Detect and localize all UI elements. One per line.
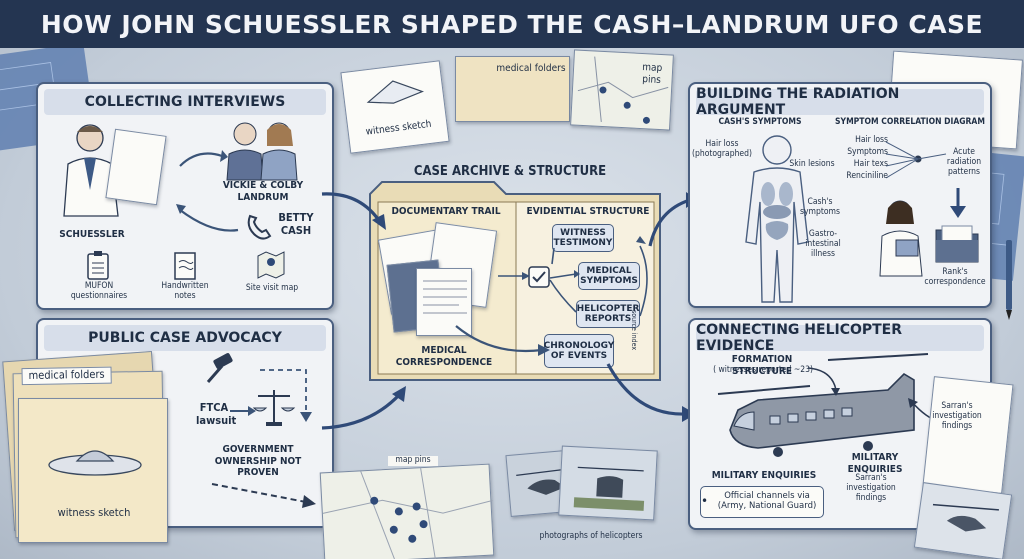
formation-pointer xyxy=(807,367,840,396)
witness-sketch-card: witness sketch xyxy=(340,60,450,154)
map-lines-icon xyxy=(577,56,669,124)
medical-correspondence-label: MEDICAL CORRESPONDENCE xyxy=(395,345,493,368)
bottom-map-roads xyxy=(322,468,493,559)
archive-heading: CASE ARCHIVE & STRUCTURE xyxy=(413,164,607,179)
map-top: map pins xyxy=(570,49,674,131)
chronology-node: CHRONOLOGY OF EVENTS xyxy=(544,334,614,368)
gastro-label: Gastro-intestinal illness xyxy=(805,229,841,259)
landrums-figures-icon xyxy=(226,122,298,181)
site-visit-map-label: Site visit map xyxy=(245,283,299,293)
sarran-findings-2: Sarran's investigation findings xyxy=(846,473,896,503)
corr-item-2: Hair texs xyxy=(853,159,888,169)
map-pins-bottom-label: map pins xyxy=(388,455,438,466)
gavel-icon xyxy=(206,353,233,383)
corr-item-0: Hair loss xyxy=(855,135,888,145)
witness-testimony-node: WITNESS TESTIMONY xyxy=(552,224,614,252)
panel-heading-advocacy: PUBLIC CASE ADVOCACY xyxy=(44,325,326,351)
documentary-trail-label: DOCUMENTARY TRAIL xyxy=(391,206,501,217)
photographs-label: photographs of helicopters xyxy=(539,531,643,541)
arrow-from-betty xyxy=(176,204,239,232)
evidence-connectors xyxy=(498,236,648,317)
helicopter-photo-icon xyxy=(932,503,999,532)
helicopter-reports-node: HELICOPTER REPORTS xyxy=(576,300,640,328)
helicopter-photo-right xyxy=(913,482,1013,559)
betty-cash-label: BETTY CASH xyxy=(278,211,314,237)
pen-icon xyxy=(1006,240,1012,320)
map-pin-icon xyxy=(257,251,285,279)
hair-loss-label: Hair loss (photographed) xyxy=(692,139,752,159)
phone-icon xyxy=(247,214,272,240)
medical-folders-stack-top: medical folders xyxy=(455,56,570,122)
interview-papers xyxy=(105,128,167,206)
doctor-figure-icon xyxy=(879,200,923,277)
medical-folders-top-label: medical folders xyxy=(496,63,566,74)
arrow-to-landrums xyxy=(179,150,228,167)
cash-symptoms-title: CASH'S SYMPTOMS xyxy=(718,117,802,127)
down-arrow-icon xyxy=(950,188,966,218)
panel-heading-helicopter: CONNECTING HELICOPTER EVIDENCE xyxy=(696,322,984,354)
arrow-advocacy-to-archive xyxy=(321,386,406,430)
panel-heading-radiation: BUILDING THE RADIATION ARGUMENT xyxy=(696,86,984,118)
investigation-sheet xyxy=(922,376,1014,494)
medical-symptoms-node: MEDICAL SYMPTOMS xyxy=(578,262,640,290)
source-index-tab: source index xyxy=(630,309,638,351)
sarran-findings-label: Sarran's investigation findings xyxy=(932,401,982,431)
schuessler-label: SCHUESSLER xyxy=(59,229,125,240)
scales-icon xyxy=(252,390,296,426)
map-pins-top-label: map pins xyxy=(641,62,663,86)
official-channels-label: Official channels via (Army, National Gu… xyxy=(717,491,817,511)
witness-sketch-top-label: witness sketch xyxy=(365,118,433,138)
rank-correspondence-label: Rank's correspondence xyxy=(924,267,986,287)
corr-item-3: Renciniline xyxy=(846,171,888,181)
dashed-connector xyxy=(260,369,312,422)
evidential-structure-label: EVIDENTIAL STRUCTURE xyxy=(526,206,650,217)
government-ownership-label: GOVERNMENT OWNERSHIP NOT PROVEN xyxy=(214,444,302,478)
ufo-sketch-icon xyxy=(48,450,142,476)
arrow-interviews-to-archive xyxy=(321,192,386,230)
landrums-label: VICKIE & COLBY LANDRUM xyxy=(222,180,304,203)
witness-sketch-label: witness sketch xyxy=(57,506,131,519)
military-enquiries-1: MILITARY ENQUIRIES xyxy=(711,470,817,481)
archive-to-chronology-arrow xyxy=(455,325,550,356)
ftca-label: FTCA lawsuit xyxy=(196,401,237,427)
helicopter-photo-icon xyxy=(573,466,645,511)
notepad-icon xyxy=(174,252,196,280)
bullet-icon: • xyxy=(701,494,709,509)
medical-correspondence-doc xyxy=(416,268,472,336)
checkbox-icon xyxy=(528,266,550,288)
panel-radiation-argument: BUILDING THE RADIATION ARGUMENT CASH'S S… xyxy=(688,82,992,308)
skin-lesions-label: Skin lesions xyxy=(789,159,835,169)
mufon-label: MUFON questionnaires xyxy=(70,281,128,301)
panel-heading-interviews: COLLECTING INTERVIEWS xyxy=(44,89,326,115)
correlation-title: SYMPTOM CORRELATION DIAGRAM xyxy=(835,117,985,127)
bottom-map xyxy=(319,463,495,559)
ftca-arrow xyxy=(230,406,256,416)
formation-structure-label: FORMATION STRUCTURE xyxy=(731,354,793,377)
body-outline-icon xyxy=(745,135,809,303)
formation-note-label: ( witnesses reported ~23) xyxy=(713,365,813,375)
document-lines-icon xyxy=(423,280,467,314)
medical-folders-label: medical folders xyxy=(21,366,112,385)
clipboard-icon xyxy=(87,251,109,280)
ufo-sketch-icon xyxy=(366,80,425,104)
handwritten-notes-label: Handwritten notes xyxy=(161,281,209,301)
official-channels-box: • Official channels via (Army, National … xyxy=(700,486,824,518)
advocacy-folder-front: witness sketch xyxy=(18,398,168,543)
chinook-helicopter-icon xyxy=(717,353,929,457)
helicopter-photo-2 xyxy=(558,445,658,521)
folder-icon xyxy=(935,225,979,263)
panel-collecting-interviews: COLLECTING INTERVIEWS SCHUESSLER VICKIE … xyxy=(36,82,334,310)
correlation-diagram xyxy=(885,141,947,179)
page-title: HOW JOHN SCHUESSLER SHAPED THE CASH–LAND… xyxy=(0,0,1024,48)
corr-item-1: Symptoms xyxy=(847,147,888,157)
arrow-archive-to-helicopter xyxy=(606,363,696,422)
cash-symptoms-label: Cash's symptoms xyxy=(800,197,840,217)
military-enquiries-2: MILITARY ENQUIRIES xyxy=(847,452,903,475)
acute-radiation-label: Acute radiation patterns xyxy=(946,147,982,177)
dashed-arrow-down xyxy=(211,483,316,508)
